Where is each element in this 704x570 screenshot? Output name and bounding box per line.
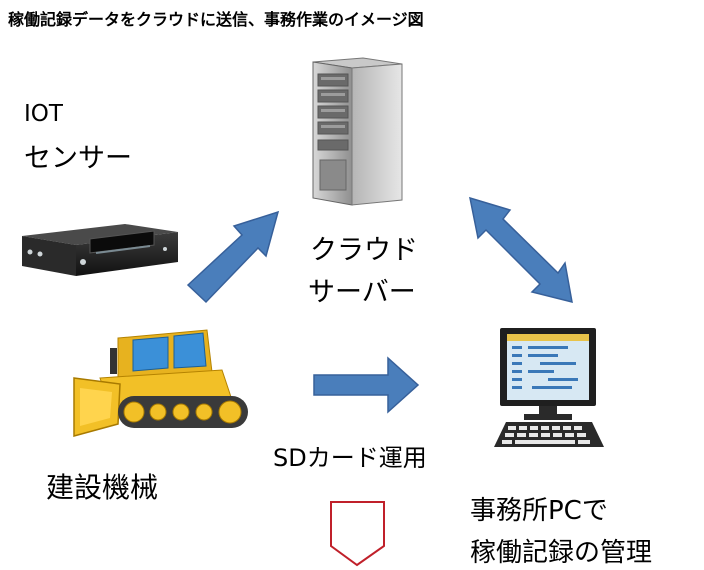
sensor-to-cloud-arrow (186, 210, 280, 304)
sensor-label: センサー (24, 143, 132, 174)
operation-record-label: 稼働記録の管理 (470, 538, 653, 568)
sd-card-arrow (313, 356, 420, 414)
sd-card-label: SDカード運用 (273, 444, 427, 472)
cloud-pc-double-arrow (469, 196, 573, 304)
bulldozer-icon (73, 329, 248, 437)
pentagon-marker (330, 501, 385, 567)
office-pc-label: 事務所PCで (470, 496, 608, 526)
server-label: サーバー (308, 277, 416, 308)
cloud-label: クラウド (310, 235, 418, 266)
iot-label: IOT (24, 101, 63, 127)
server-icon (312, 57, 403, 206)
diagram-title: 稼働記録データをクラウドに送信、事務作業のイメージ図 (8, 10, 424, 29)
construction-machine-label: 建設機械 (46, 471, 159, 504)
sensor-device-icon (22, 224, 178, 276)
office-pc-icon (494, 328, 604, 447)
